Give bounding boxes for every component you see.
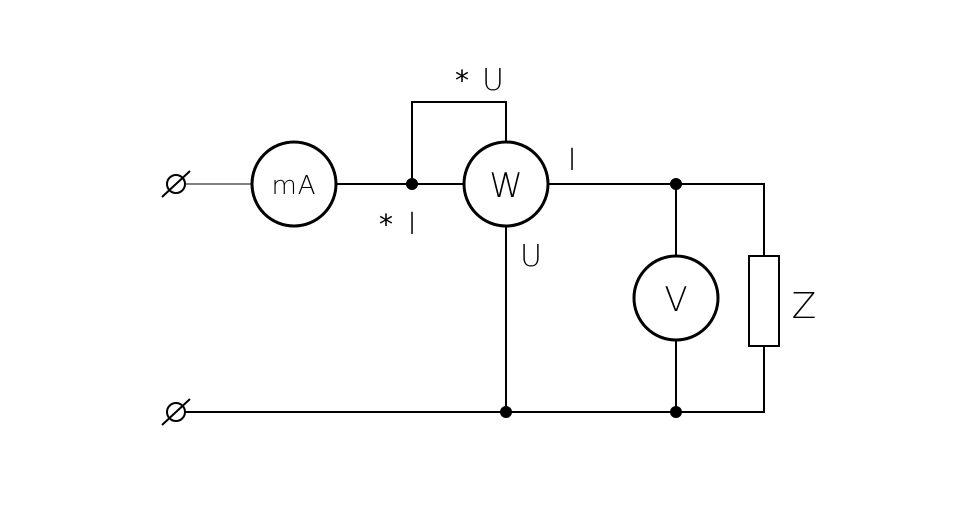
milliammeter-label: mA — [271, 171, 316, 201]
input-terminal-top — [161, 170, 191, 198]
voltage-terminal-out-label: U — [520, 239, 542, 274]
junction-node — [500, 406, 512, 418]
load-label: Z — [792, 286, 817, 327]
junction-node — [670, 178, 682, 190]
current-star-marker: * — [379, 208, 393, 241]
wire-voltage-coil-loop — [411, 101, 507, 185]
wattmeter: W — [462, 140, 550, 228]
junction-node — [670, 406, 682, 418]
voltage-terminal-in-label: U — [482, 63, 504, 98]
voltage-star-marker: * — [455, 64, 469, 97]
wattmeter-label: W — [489, 166, 523, 206]
milliammeter: mA — [250, 140, 338, 228]
junction-node — [406, 178, 418, 190]
input-terminal-bottom — [161, 398, 191, 426]
voltmeter-label: V — [664, 280, 687, 320]
load-impedance — [748, 255, 780, 347]
current-terminal-out-label: I — [568, 143, 577, 178]
voltmeter: V — [632, 254, 720, 342]
wires — [175, 101, 765, 413]
current-terminal-in-label: I — [408, 207, 417, 242]
